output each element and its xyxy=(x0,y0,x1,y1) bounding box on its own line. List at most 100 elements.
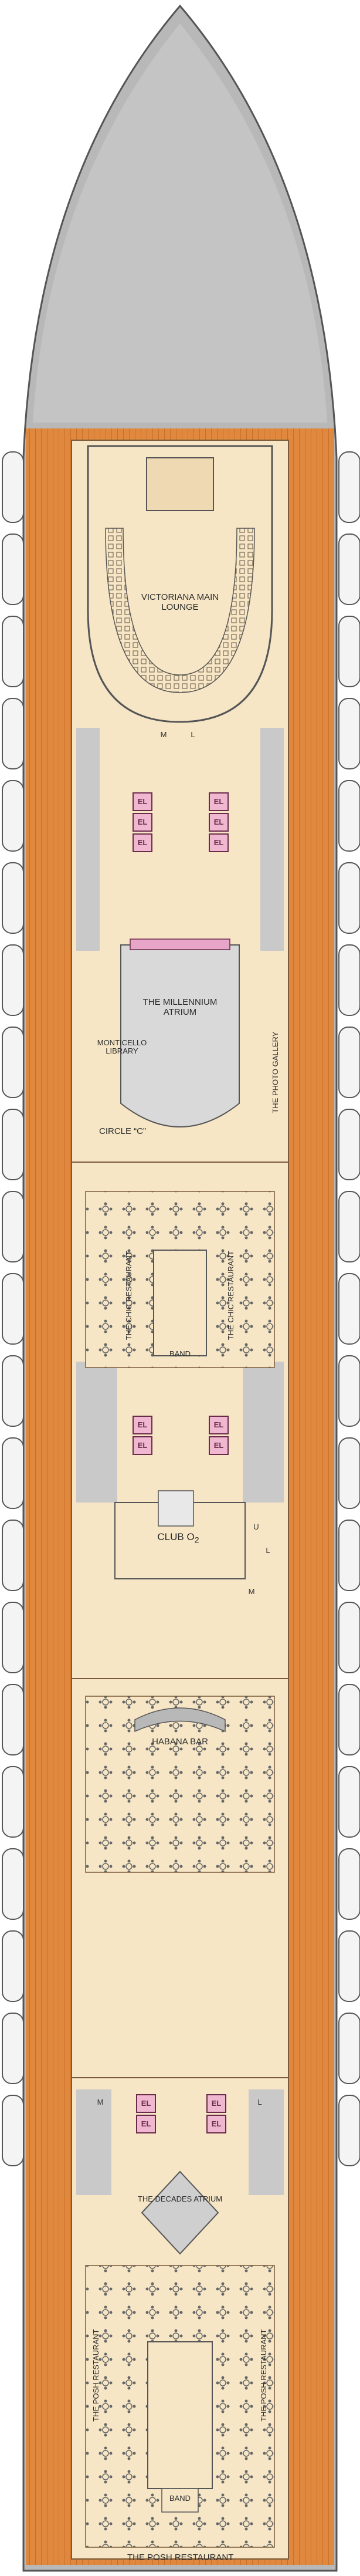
elevator-marker: EL xyxy=(133,1436,152,1455)
lifeboat xyxy=(338,1602,360,1673)
service-area xyxy=(76,728,100,951)
chic-restaurant-label-port: THE CHIC RESTAURANT xyxy=(124,1251,133,1341)
elevator-marker: EL xyxy=(133,792,152,811)
men-restroom-marker: M xyxy=(160,730,167,739)
service-area xyxy=(249,2089,284,2195)
atrium-shape xyxy=(120,944,240,1127)
lifeboat xyxy=(2,1848,24,1920)
habana-bar-area xyxy=(85,1696,275,1873)
lifeboat xyxy=(2,1109,24,1180)
lifeboat xyxy=(2,1355,24,1427)
ladies-restroom-marker: L xyxy=(257,2098,262,2106)
lifeboat xyxy=(2,1437,24,1509)
atrium-rail xyxy=(130,938,230,950)
lifeboat xyxy=(2,2095,24,2166)
decades-atrium-shape xyxy=(141,2170,219,2255)
lifeboat xyxy=(338,1684,360,1755)
lifeboat xyxy=(338,1191,360,1262)
elevator-marker: EL xyxy=(209,813,229,832)
club-o2-subscript: 2 xyxy=(194,1535,199,1545)
photo-gallery-label: THE PHOTO GALLERY xyxy=(270,1031,280,1113)
lifeboat xyxy=(2,451,24,523)
lifeboat xyxy=(338,1027,360,1098)
ladies-restroom-marker: L xyxy=(191,730,195,739)
lifeboat xyxy=(2,1027,24,1098)
service-area xyxy=(76,2089,111,2195)
elevator-marker: EL xyxy=(133,813,152,832)
elevator-marker: EL xyxy=(133,833,152,852)
lifeboat xyxy=(338,698,360,769)
club-o2-text: CLUB O xyxy=(157,1531,195,1542)
lifeboat xyxy=(338,1930,360,2002)
lifeboat xyxy=(2,1520,24,1591)
lifeboat xyxy=(2,862,24,934)
lifeboat xyxy=(338,534,360,605)
lifeboat xyxy=(338,1437,360,1509)
lifeboat xyxy=(338,780,360,852)
elevator-marker: EL xyxy=(209,792,229,811)
lifeboat xyxy=(2,1766,24,1838)
upper-marker: U xyxy=(253,1522,259,1531)
club-o2-label: CLUB O2 xyxy=(143,1531,213,1545)
elevator-marker: EL xyxy=(209,1436,229,1455)
chic-stage xyxy=(153,1250,207,1356)
posh-restaurant-label-starboard: THE POSH RESTAURANT xyxy=(259,2329,268,2422)
lifeboat xyxy=(338,1766,360,1838)
lifeboat xyxy=(338,944,360,1016)
service-area xyxy=(243,1362,284,1503)
elevator-marker: EL xyxy=(209,833,229,852)
elevator-marker: EL xyxy=(209,1416,229,1434)
posh-band-label: BAND xyxy=(169,2494,191,2503)
lifeboat xyxy=(2,944,24,1016)
elevator-marker: EL xyxy=(136,2094,156,2113)
men-restroom-marker: M xyxy=(97,2098,104,2106)
lifeboat xyxy=(338,1109,360,1180)
lifeboat xyxy=(2,1684,24,1755)
ladies-restroom-marker: L xyxy=(266,1546,270,1555)
elevator-marker: EL xyxy=(206,2094,226,2113)
circle-c-label: CIRCLE “C” xyxy=(99,1126,146,1136)
service-area xyxy=(260,728,284,951)
main-lounge-label: VICTORIANA MAIN LOUNGE xyxy=(141,592,219,612)
posh-stage xyxy=(147,2341,213,2489)
lifeboat xyxy=(2,1273,24,1345)
posh-band-stand xyxy=(161,2488,199,2513)
habana-bar-label: HABANA BAR xyxy=(152,1737,208,1747)
lifeboat xyxy=(338,1355,360,1427)
elevator-marker: EL xyxy=(136,2115,156,2133)
lifeboat xyxy=(338,1273,360,1345)
library-label: MONTICELLO LIBRARY xyxy=(97,1038,147,1056)
lifeboat xyxy=(2,1191,24,1262)
lifeboat xyxy=(338,2095,360,2166)
bow-area xyxy=(33,23,327,423)
lifeboat xyxy=(338,1520,360,1591)
lifeboat xyxy=(338,1848,360,1920)
lifeboat xyxy=(2,1930,24,2002)
lifeboat xyxy=(2,534,24,605)
habana-counter xyxy=(134,1707,226,1733)
posh-restaurant-label-aft: THE POSH RESTAURANT xyxy=(127,2553,234,2563)
service-area xyxy=(76,1362,117,1503)
posh-restaurant-label-port: THE POSH RESTAURANT xyxy=(91,2329,100,2422)
stairs xyxy=(158,1490,194,1527)
lifeboats xyxy=(2,451,360,2166)
lifeboat xyxy=(338,2013,360,2084)
elevator-marker: EL xyxy=(133,1416,152,1434)
men-restroom-marker: M xyxy=(248,1587,255,1596)
chic-restaurant-label-starboard: THE CHIC RESTAURANT xyxy=(226,1251,235,1341)
lifeboat xyxy=(2,1602,24,1673)
lifeboat xyxy=(338,616,360,687)
chic-band-label: BAND xyxy=(169,1349,191,1358)
lifeboat xyxy=(2,780,24,852)
lifeboat xyxy=(2,616,24,687)
lifeboat xyxy=(338,862,360,934)
lifeboat xyxy=(2,698,24,769)
elevator-marker: EL xyxy=(206,2115,226,2133)
lifeboat xyxy=(2,2013,24,2084)
main-lounge-seating xyxy=(105,528,255,693)
lifeboat xyxy=(338,451,360,523)
stage xyxy=(146,457,214,511)
atrium-label: THE MILLENNIUM ATRIUM xyxy=(142,997,218,1017)
decades-atrium-label: THE DECADES ATRIUM xyxy=(137,2195,223,2203)
